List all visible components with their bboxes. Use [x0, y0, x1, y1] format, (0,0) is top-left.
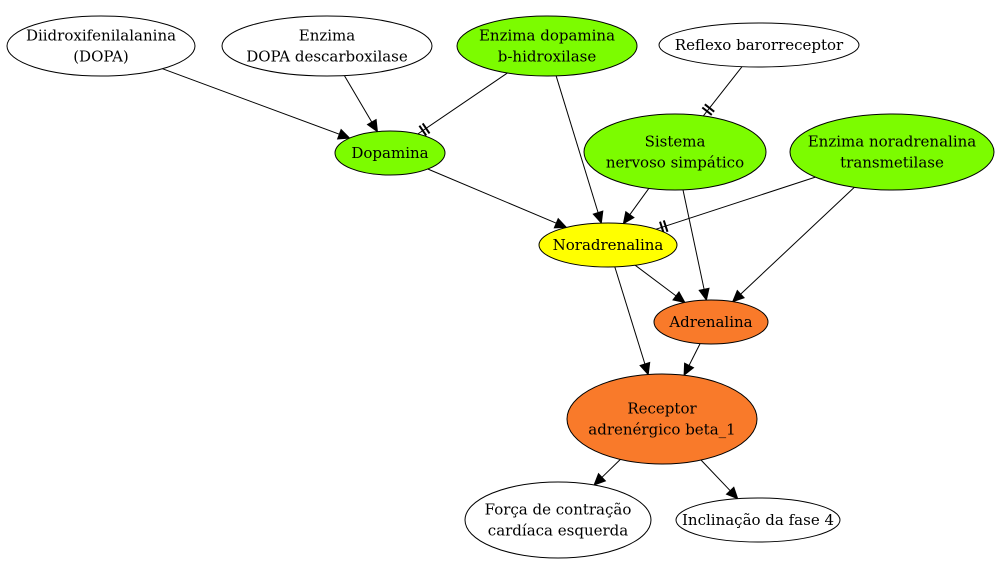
- node-adre: Adrenalina: [653, 299, 769, 345]
- edge-line: [682, 189, 705, 290]
- edge-adre-to-beta1: [683, 343, 701, 377]
- edge-beta1-to-forca: [593, 459, 621, 486]
- arrowhead-icon: [336, 128, 351, 140]
- arrowhead-icon: [731, 289, 745, 303]
- node-label: adrenérgico beta_1: [588, 421, 735, 439]
- node-label: b-hidroxilase: [498, 48, 597, 66]
- edge-beta1-to-fase4: [700, 459, 739, 500]
- edge-ddc-to-dopamina: [343, 75, 379, 133]
- node-ellipse: [334, 130, 446, 176]
- arrowhead-icon: [698, 287, 710, 302]
- edge-line: [614, 266, 646, 365]
- node-label: Diidroxifenilalanina: [26, 27, 176, 45]
- node-dbh: Enzima dopamina b-hidroxilase: [456, 15, 638, 77]
- edge-line: [343, 75, 373, 123]
- arrowhead-icon: [672, 290, 686, 304]
- node-ellipse: [789, 113, 995, 191]
- edge-sns-to-adre: [682, 189, 710, 302]
- node-nora: Noradrenalina: [538, 222, 678, 268]
- inhibit-bar-icon: [704, 103, 715, 113]
- node-beta1: Receptor adrenérgico beta_1: [566, 373, 758, 465]
- node-label: Receptor: [627, 400, 697, 418]
- node-baro: Reflexo barorreceptor: [658, 22, 860, 68]
- node-label: Enzima: [299, 27, 356, 45]
- node-pnmt: Enzima noradrenalina transmetilase: [789, 113, 995, 191]
- node-label: Noradrenalina: [553, 236, 664, 254]
- edge-line: [417, 72, 508, 135]
- node-label: Adrenalina: [668, 313, 752, 331]
- node-ellipse: [653, 299, 769, 345]
- node-ellipse: [6, 15, 196, 77]
- node-label: cardíaca esquerda: [488, 522, 628, 540]
- arrowhead-icon: [639, 361, 651, 376]
- inhibit-bar-icon: [662, 220, 669, 233]
- node-ellipse: [538, 222, 678, 268]
- edge-line: [162, 68, 340, 135]
- node-label: Força de contração: [485, 501, 632, 519]
- arrowhead-icon: [683, 362, 695, 377]
- edges-layer: [162, 66, 855, 500]
- node-ellipse: [583, 113, 767, 191]
- edge-nora-to-beta1: [614, 266, 651, 376]
- edge-line: [629, 188, 650, 215]
- inhibit-bar-icon: [701, 106, 713, 116]
- node-sns: Sistema nervoso simpático: [583, 113, 767, 191]
- edge-baro-to-sns: [701, 66, 743, 117]
- edge-line: [555, 75, 599, 213]
- edge-line: [601, 459, 621, 478]
- node-label: (DOPA): [73, 48, 129, 66]
- edge-line: [688, 343, 701, 366]
- inhibit-bar-icon: [421, 122, 431, 134]
- node-ellipse: [464, 481, 652, 559]
- node-ellipse: [658, 22, 860, 68]
- arrowhead-icon: [725, 486, 739, 500]
- edge-line: [700, 459, 731, 492]
- edge-dbh-to-dopamina: [417, 72, 508, 137]
- node-label: nervoso simpático: [606, 154, 744, 172]
- edge-sns-to-nora: [622, 188, 650, 225]
- edge-line: [655, 176, 816, 230]
- arrowhead-icon: [592, 210, 604, 225]
- arrowhead-icon: [553, 217, 568, 229]
- node-dopa: Diidroxifenilalanina (DOPA): [6, 15, 196, 77]
- edge-dopa-to-dopamina: [162, 68, 351, 140]
- node-ellipse: [456, 15, 638, 77]
- arrowhead-icon: [366, 118, 379, 133]
- node-label: DOPA descarboxilase: [246, 48, 408, 66]
- node-ellipse: [566, 373, 758, 465]
- edge-nora-to-adre: [634, 264, 686, 304]
- node-label: Reflexo barorreceptor: [675, 36, 844, 54]
- edge-dbh-to-nora: [555, 75, 604, 225]
- node-ellipse: [221, 15, 433, 77]
- node-label: Enzima noradrenalina: [808, 133, 977, 151]
- arrowhead-icon: [593, 472, 607, 486]
- edge-dopamina-to-nora: [427, 168, 568, 229]
- node-label: Inclinação da fase 4: [682, 511, 834, 529]
- node-dopamina: Dopamina: [334, 130, 446, 176]
- node-label: Enzima dopamina: [479, 27, 615, 45]
- node-forca: Força de contração cardíaca esquerda: [464, 481, 652, 559]
- edge-line: [427, 168, 557, 224]
- node-label: Dopamina: [351, 144, 428, 162]
- arrowhead-icon: [622, 210, 635, 225]
- inhibit-bar-icon: [418, 125, 428, 137]
- edge-pnmt-to-adre: [731, 186, 855, 303]
- node-label: transmetilase: [840, 154, 944, 172]
- node-ellipse: [675, 497, 841, 543]
- edge-line: [634, 264, 677, 297]
- edge-line: [740, 186, 855, 295]
- node-fase4: Inclinação da fase 4: [675, 497, 841, 543]
- node-label: Sistema: [645, 133, 706, 151]
